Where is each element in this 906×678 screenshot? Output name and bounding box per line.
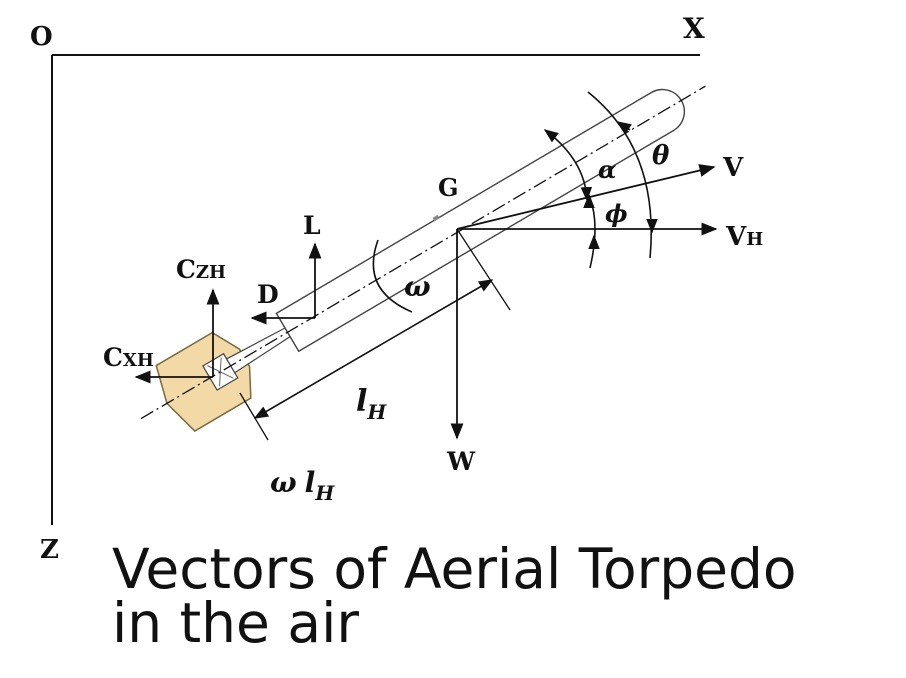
origin-label: O [30,22,53,52]
weight-label: W [446,447,476,476]
torpedo [140,85,706,432]
lh-extension-tail [239,392,269,441]
caption-line-1: Vectors of Aerial Torpedo [112,537,797,601]
x-axis-label: X [683,12,705,45]
torpedo-centerline [140,85,706,420]
lh-extension-g [456,228,511,311]
z-axis-label: Z [40,535,59,565]
horizontal-velocity-label: VH [725,222,763,252]
omega-label: ω [404,270,431,303]
theta-label: θ [652,141,670,171]
diagram-caption: Vectors of Aerial Torpedo in the air [112,537,892,655]
alpha-arc [543,129,593,202]
phi-label: ϕ [605,199,628,228]
caption-line-2: in the air [112,591,359,655]
phi-arc [589,197,596,269]
velocity-label: V [722,153,744,183]
lh-label: lH [356,384,387,424]
cxh-label: CXH [103,343,154,372]
lift-label: L [303,211,321,240]
cg-label: G [438,173,459,202]
drag-label: D [257,280,279,309]
czh-label: CZH [176,255,226,284]
lh-dimension-line [253,279,494,419]
torpedo-body [275,88,686,353]
alpha-label: α [598,155,616,184]
